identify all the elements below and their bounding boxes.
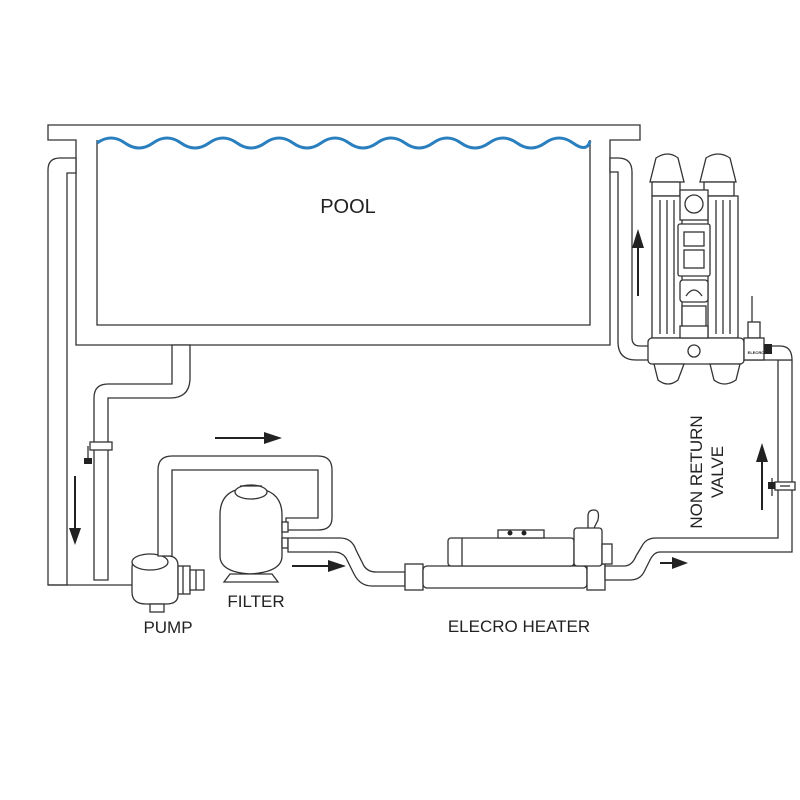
device-logo: ELECRO [748, 350, 765, 355]
left-inner-pipe [93, 344, 191, 581]
up-arrow-icon [632, 229, 644, 296]
uv-device: ELECRO [647, 153, 772, 385]
right-return-pipe [609, 157, 653, 361]
left-valve-icon [84, 446, 92, 464]
right-arrow-icon [660, 557, 688, 569]
pool-label: POOL [320, 196, 376, 218]
pool-basin [47, 124, 641, 346]
up-arrow-icon [756, 443, 768, 510]
left-outlet-pipe [47, 157, 132, 586]
pump [131, 553, 205, 613]
right-arrow-icon [215, 432, 282, 444]
filter-to-heater-pipe [287, 537, 406, 587]
left-pipe-fitting [89, 441, 113, 451]
filter-label: FILTER [227, 592, 284, 611]
pump-to-filter-pipe [157, 455, 333, 557]
heater-label: ELECRO HEATER [448, 617, 590, 636]
pump-label: PUMP [143, 618, 192, 637]
valve-label-line1: NON RETURN [687, 415, 706, 528]
pool-water-surface [96, 136, 592, 150]
valve-label-line2: VALVE [708, 446, 727, 498]
down-arrow-icon [69, 476, 81, 545]
filter [219, 484, 289, 583]
right-arrow-icon [292, 560, 346, 572]
non-return-valve-icon [768, 478, 790, 496]
electric-heater [404, 509, 613, 591]
